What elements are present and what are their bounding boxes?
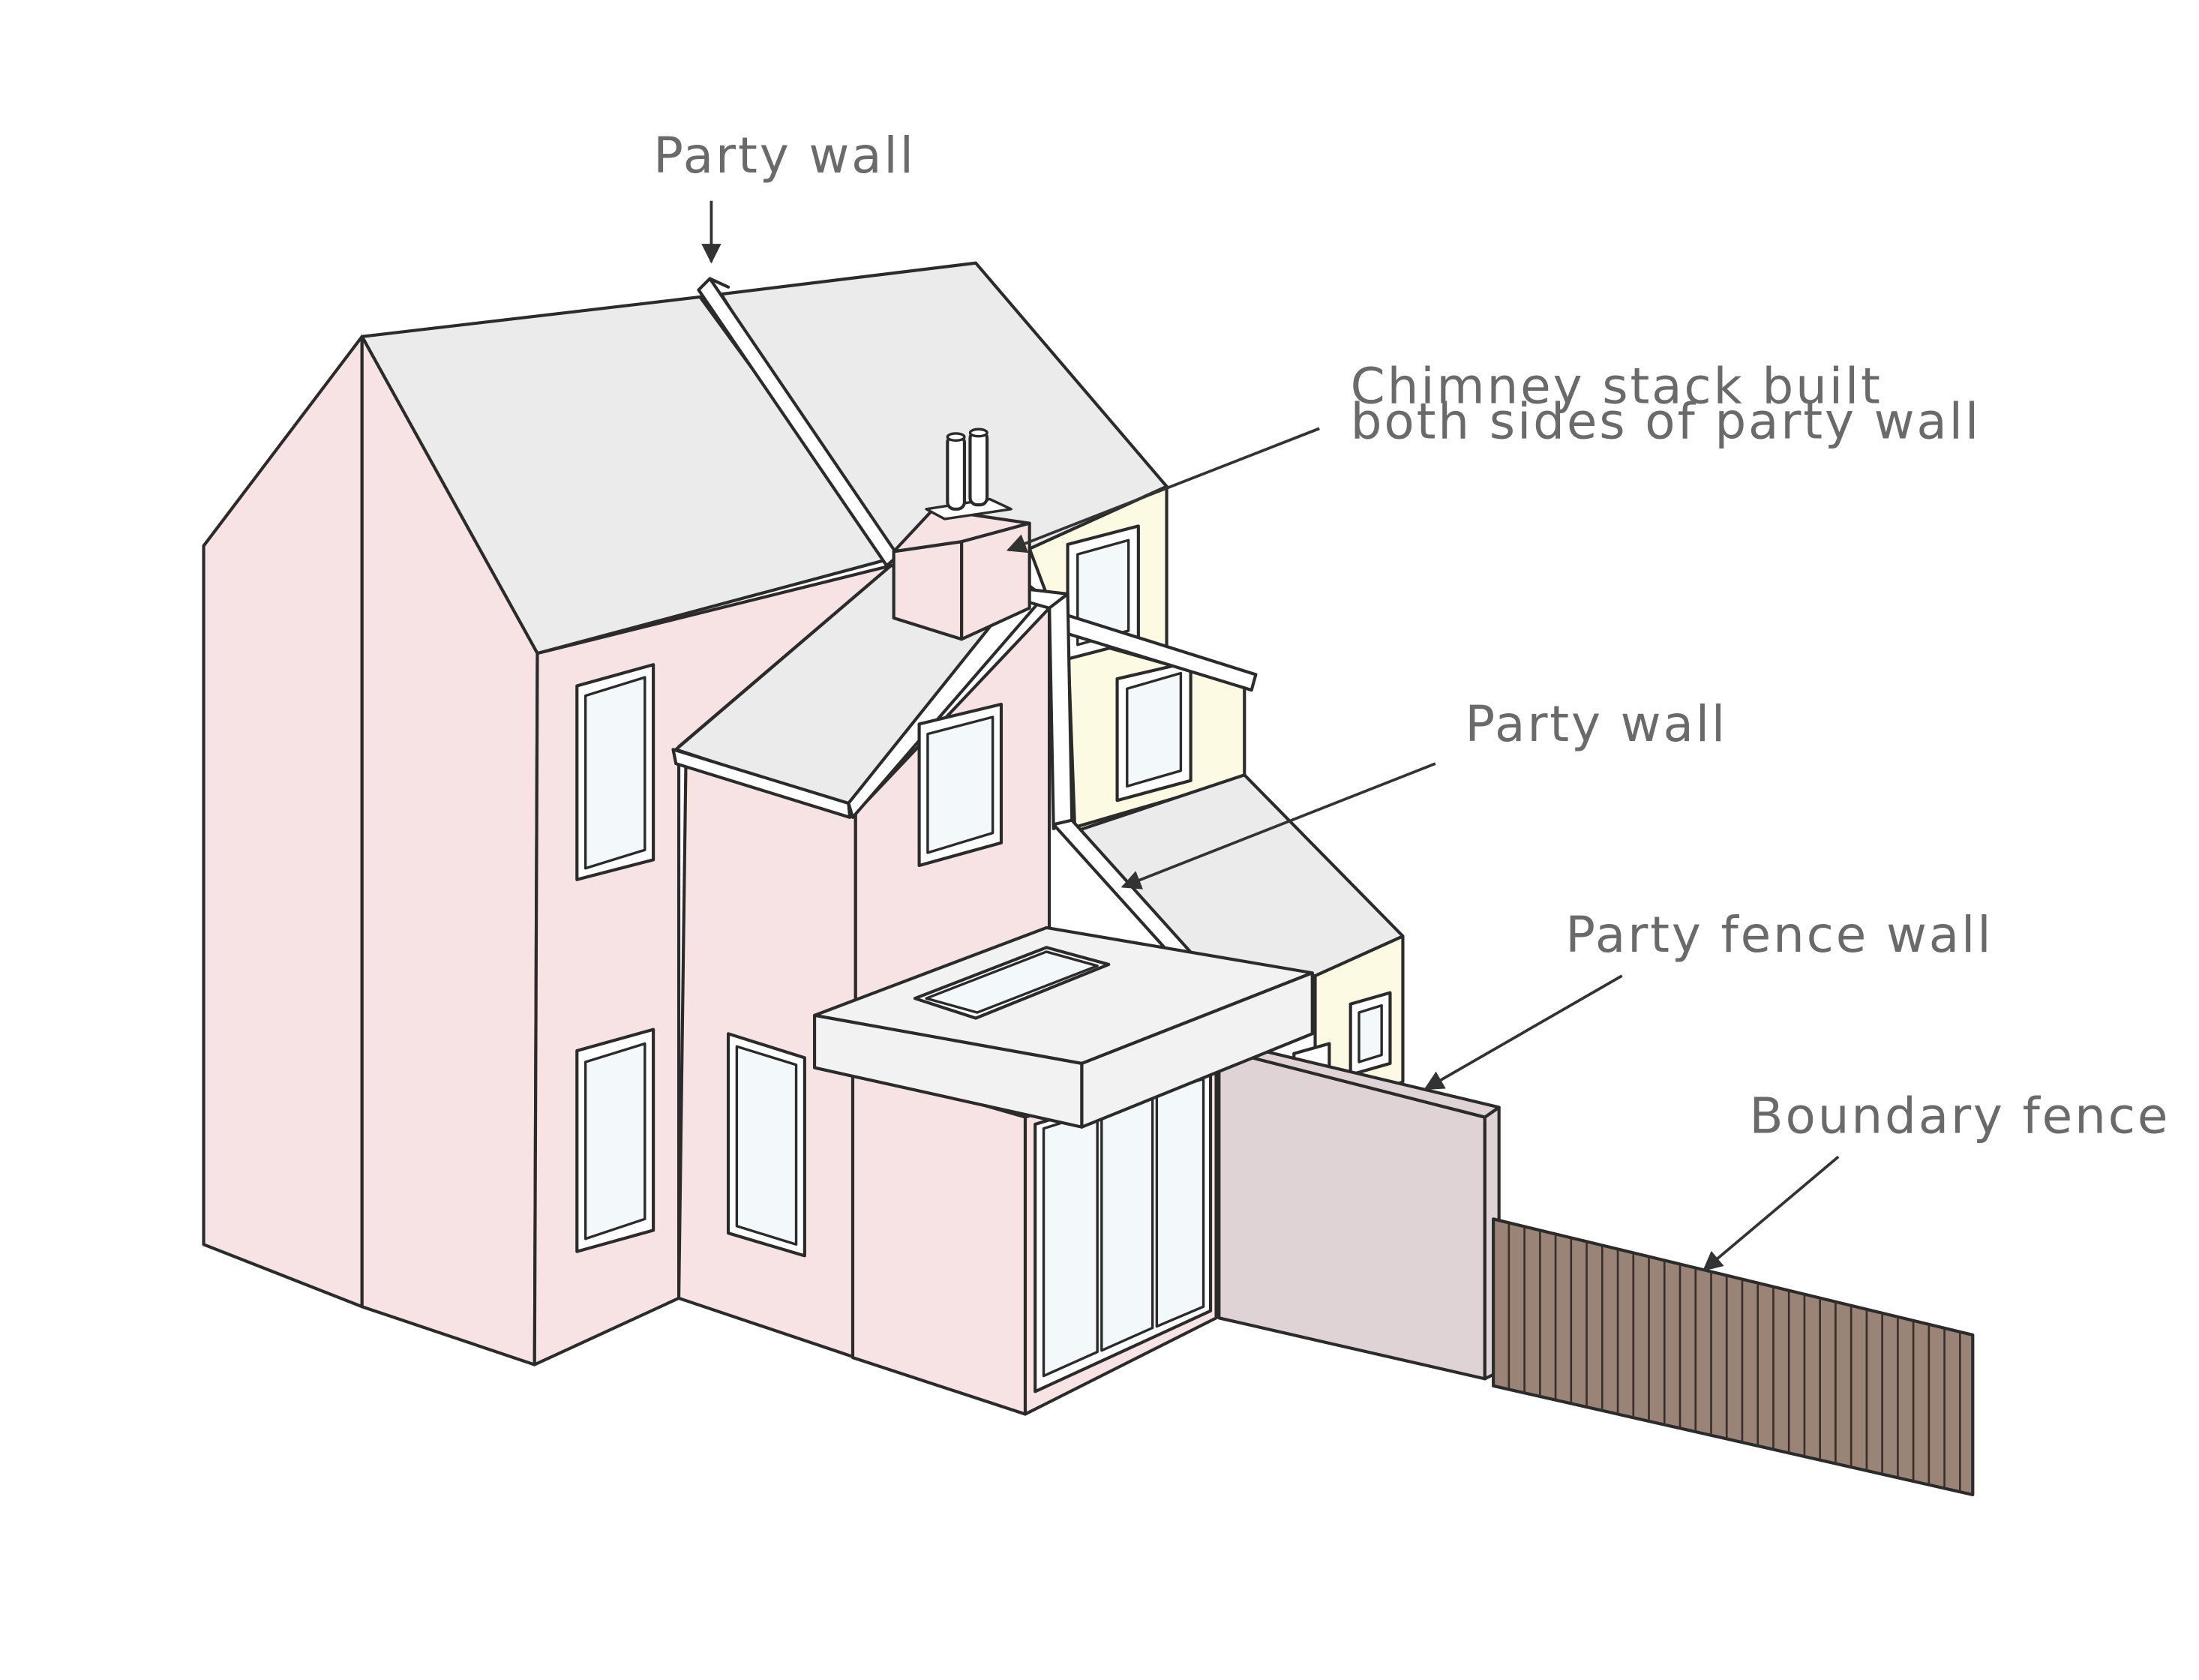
label-chimney-line-2: both sides of party wall [1351, 393, 1981, 451]
neighbour-house [1028, 484, 1405, 1119]
bifold-panel-3 [1155, 1077, 1205, 1328]
party-fence-wall [1217, 1045, 1501, 1381]
label-party-wall-top: Party wall [653, 127, 916, 184]
bifold-panel-1 [1042, 1110, 1099, 1378]
upper-rear-window-glass [584, 676, 646, 870]
outrigger-eave [671, 748, 852, 819]
main-house [202, 334, 892, 1366]
bifold-panel-2 [1100, 1093, 1154, 1352]
boundary-fence [1492, 1217, 1975, 1497]
neighbour-small-window-glass [1358, 1004, 1383, 1064]
label-chimney-line-1: Chimney stack built [1351, 357, 1882, 415]
main-roof [360, 261, 1168, 656]
neighbour-rear-window-glass [1076, 538, 1130, 646]
party-wall-pier [1047, 592, 1074, 830]
arrow-chimney [1006, 427, 1320, 554]
lower-rear-window-glass [584, 1042, 646, 1240]
label-party-wall-mid: Party wall [1465, 695, 1727, 753]
label-party-fence-wall: Party fence wall [1565, 906, 1993, 964]
chimney-top [892, 507, 1031, 554]
fence-panel [1492, 1217, 1975, 1497]
arrow-party-fence-wall [1424, 974, 1623, 1090]
rooflight-glass [925, 950, 1099, 1014]
label-boundary-fence: Boundary fence [1749, 1087, 2170, 1144]
outrigger-upper-window-glass [926, 716, 994, 854]
annotation-labels: Party wall Chimney stack built both side… [653, 127, 2170, 1144]
rear-extension [812, 926, 1314, 1416]
neighbour-mid-window-glass [1126, 671, 1183, 788]
chimney-pot-left [946, 434, 967, 511]
arrow-party-wall-mid [1120, 762, 1436, 890]
gable-side-wall [202, 334, 364, 1309]
annotation-arrows [701, 200, 1840, 1271]
flat-roof-fascia-side [1080, 971, 1314, 1129]
chimney-flaunching [925, 497, 1012, 520]
fence-slats [1508, 1222, 1961, 1492]
chimney-pot-right [968, 430, 989, 507]
outrigger-lower-window-glass [735, 1045, 798, 1246]
extension-side-wall [850, 1066, 1028, 1416]
arrow-boundary-fence [1702, 1155, 1840, 1271]
